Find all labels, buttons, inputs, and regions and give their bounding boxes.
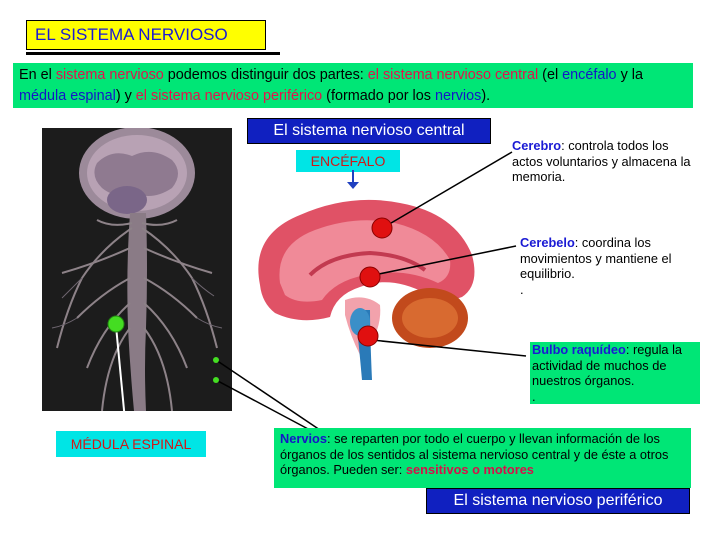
label-central-nervous-system: El sistema nervioso central — [247, 118, 491, 144]
desc-nervios: Nervios: se reparten por todo el cuerpo … — [274, 428, 691, 488]
intro-paragraph: En el sistema nervioso podemos distingui… — [13, 63, 693, 108]
intro-term-encefalo: encéfalo — [562, 67, 617, 83]
desc-bulbo: Bulbo raquídeo: regula la actividad de m… — [530, 342, 700, 404]
intro-term-snp: el sistema nervioso periférico — [135, 88, 323, 104]
encefalo-arrow — [346, 170, 360, 195]
term-nerve-types: sensitivos o motores — [405, 462, 534, 478]
intro-text: (el — [538, 67, 563, 83]
desc-text: coordina los movimientos y mantiene el e… — [520, 235, 672, 281]
intro-text: y la — [616, 67, 643, 83]
desc-text: controla todos los actos voluntarios y a… — [512, 138, 691, 184]
intro-text: (formado por los — [322, 88, 435, 104]
nervous-system-illustration — [42, 128, 232, 411]
intro-text: ) y — [115, 88, 136, 104]
desc-text: regula la actividad de muchos de nuestro… — [532, 342, 683, 388]
brain-section-illustration — [240, 175, 525, 385]
desc-text: se reparten por todo el cuerpo y llevan … — [280, 431, 669, 478]
intro-text: podemos distinguir dos partes: — [163, 67, 368, 83]
page-title: EL SISTEMA NERVIOSO — [26, 20, 266, 50]
term-colon: : — [326, 431, 331, 446]
term-cerebro: Cerebro — [512, 138, 562, 153]
intro-term-sistema-nervioso: sistema nervioso — [55, 67, 164, 83]
desc-dot: . — [520, 281, 524, 297]
title-underline — [26, 52, 280, 55]
desc-cerebelo: Cerebelo: coordina los movimientos y man… — [520, 235, 700, 297]
term-nervios: Nervios — [280, 431, 327, 446]
intro-term-nervios: nervios — [434, 88, 482, 104]
desc-dot: . — [532, 388, 536, 404]
term-cerebelo: Cerebelo — [520, 235, 575, 250]
nervous-system-drawing — [51, 128, 223, 411]
intro-term-snc: el sistema nervioso central — [367, 67, 539, 83]
intro-term-medula: médula espinal — [19, 88, 116, 104]
intro-text: En el — [19, 67, 56, 83]
term-colon: : — [561, 138, 565, 153]
intro-text: ). — [481, 88, 491, 104]
brain-section-drawing — [258, 199, 475, 380]
term-colon: : — [574, 235, 579, 250]
label-encefalo: ENCÉFALO — [296, 150, 400, 172]
term-colon: : — [625, 342, 630, 357]
label-peripheral-nervous-system: El sistema nervioso periférico — [426, 488, 690, 514]
label-medula-espinal: MÉDULA ESPINAL — [56, 431, 206, 457]
desc-cerebro: Cerebro: controla todos los actos volunt… — [512, 138, 702, 185]
term-bulbo: Bulbo raquídeo — [532, 342, 626, 357]
